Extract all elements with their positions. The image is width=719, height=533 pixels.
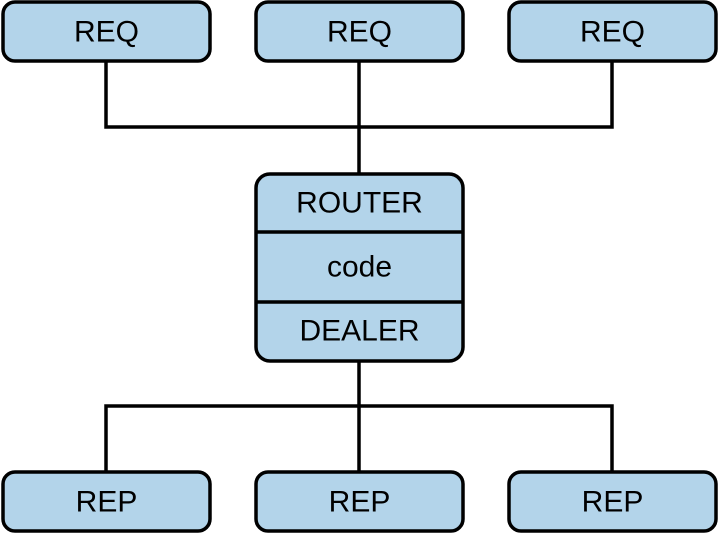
req-label: REQ (74, 16, 139, 49)
req-node-2: REQ (254, 0, 465, 63)
rep-label: REP (582, 486, 644, 519)
rep-node-2: REP (254, 470, 465, 533)
rep-label: REP (76, 486, 138, 519)
bottom-connectors (104, 361, 614, 472)
broker-node: ROUTER code DEALER (254, 172, 465, 363)
broker-box (254, 172, 465, 363)
top-connectors (104, 62, 614, 174)
rep-node-1: REP (1, 470, 212, 533)
req-label: REQ (580, 16, 645, 49)
req-node-1: REQ (1, 0, 212, 63)
rep-label: REP (329, 486, 391, 519)
rep-node-3: REP (507, 470, 718, 533)
dealer-label: DEALER (299, 315, 419, 348)
req-label: REQ (327, 16, 392, 49)
router-label: ROUTER (296, 187, 423, 220)
code-label: code (327, 251, 392, 284)
req-node-3: REQ (507, 0, 718, 63)
